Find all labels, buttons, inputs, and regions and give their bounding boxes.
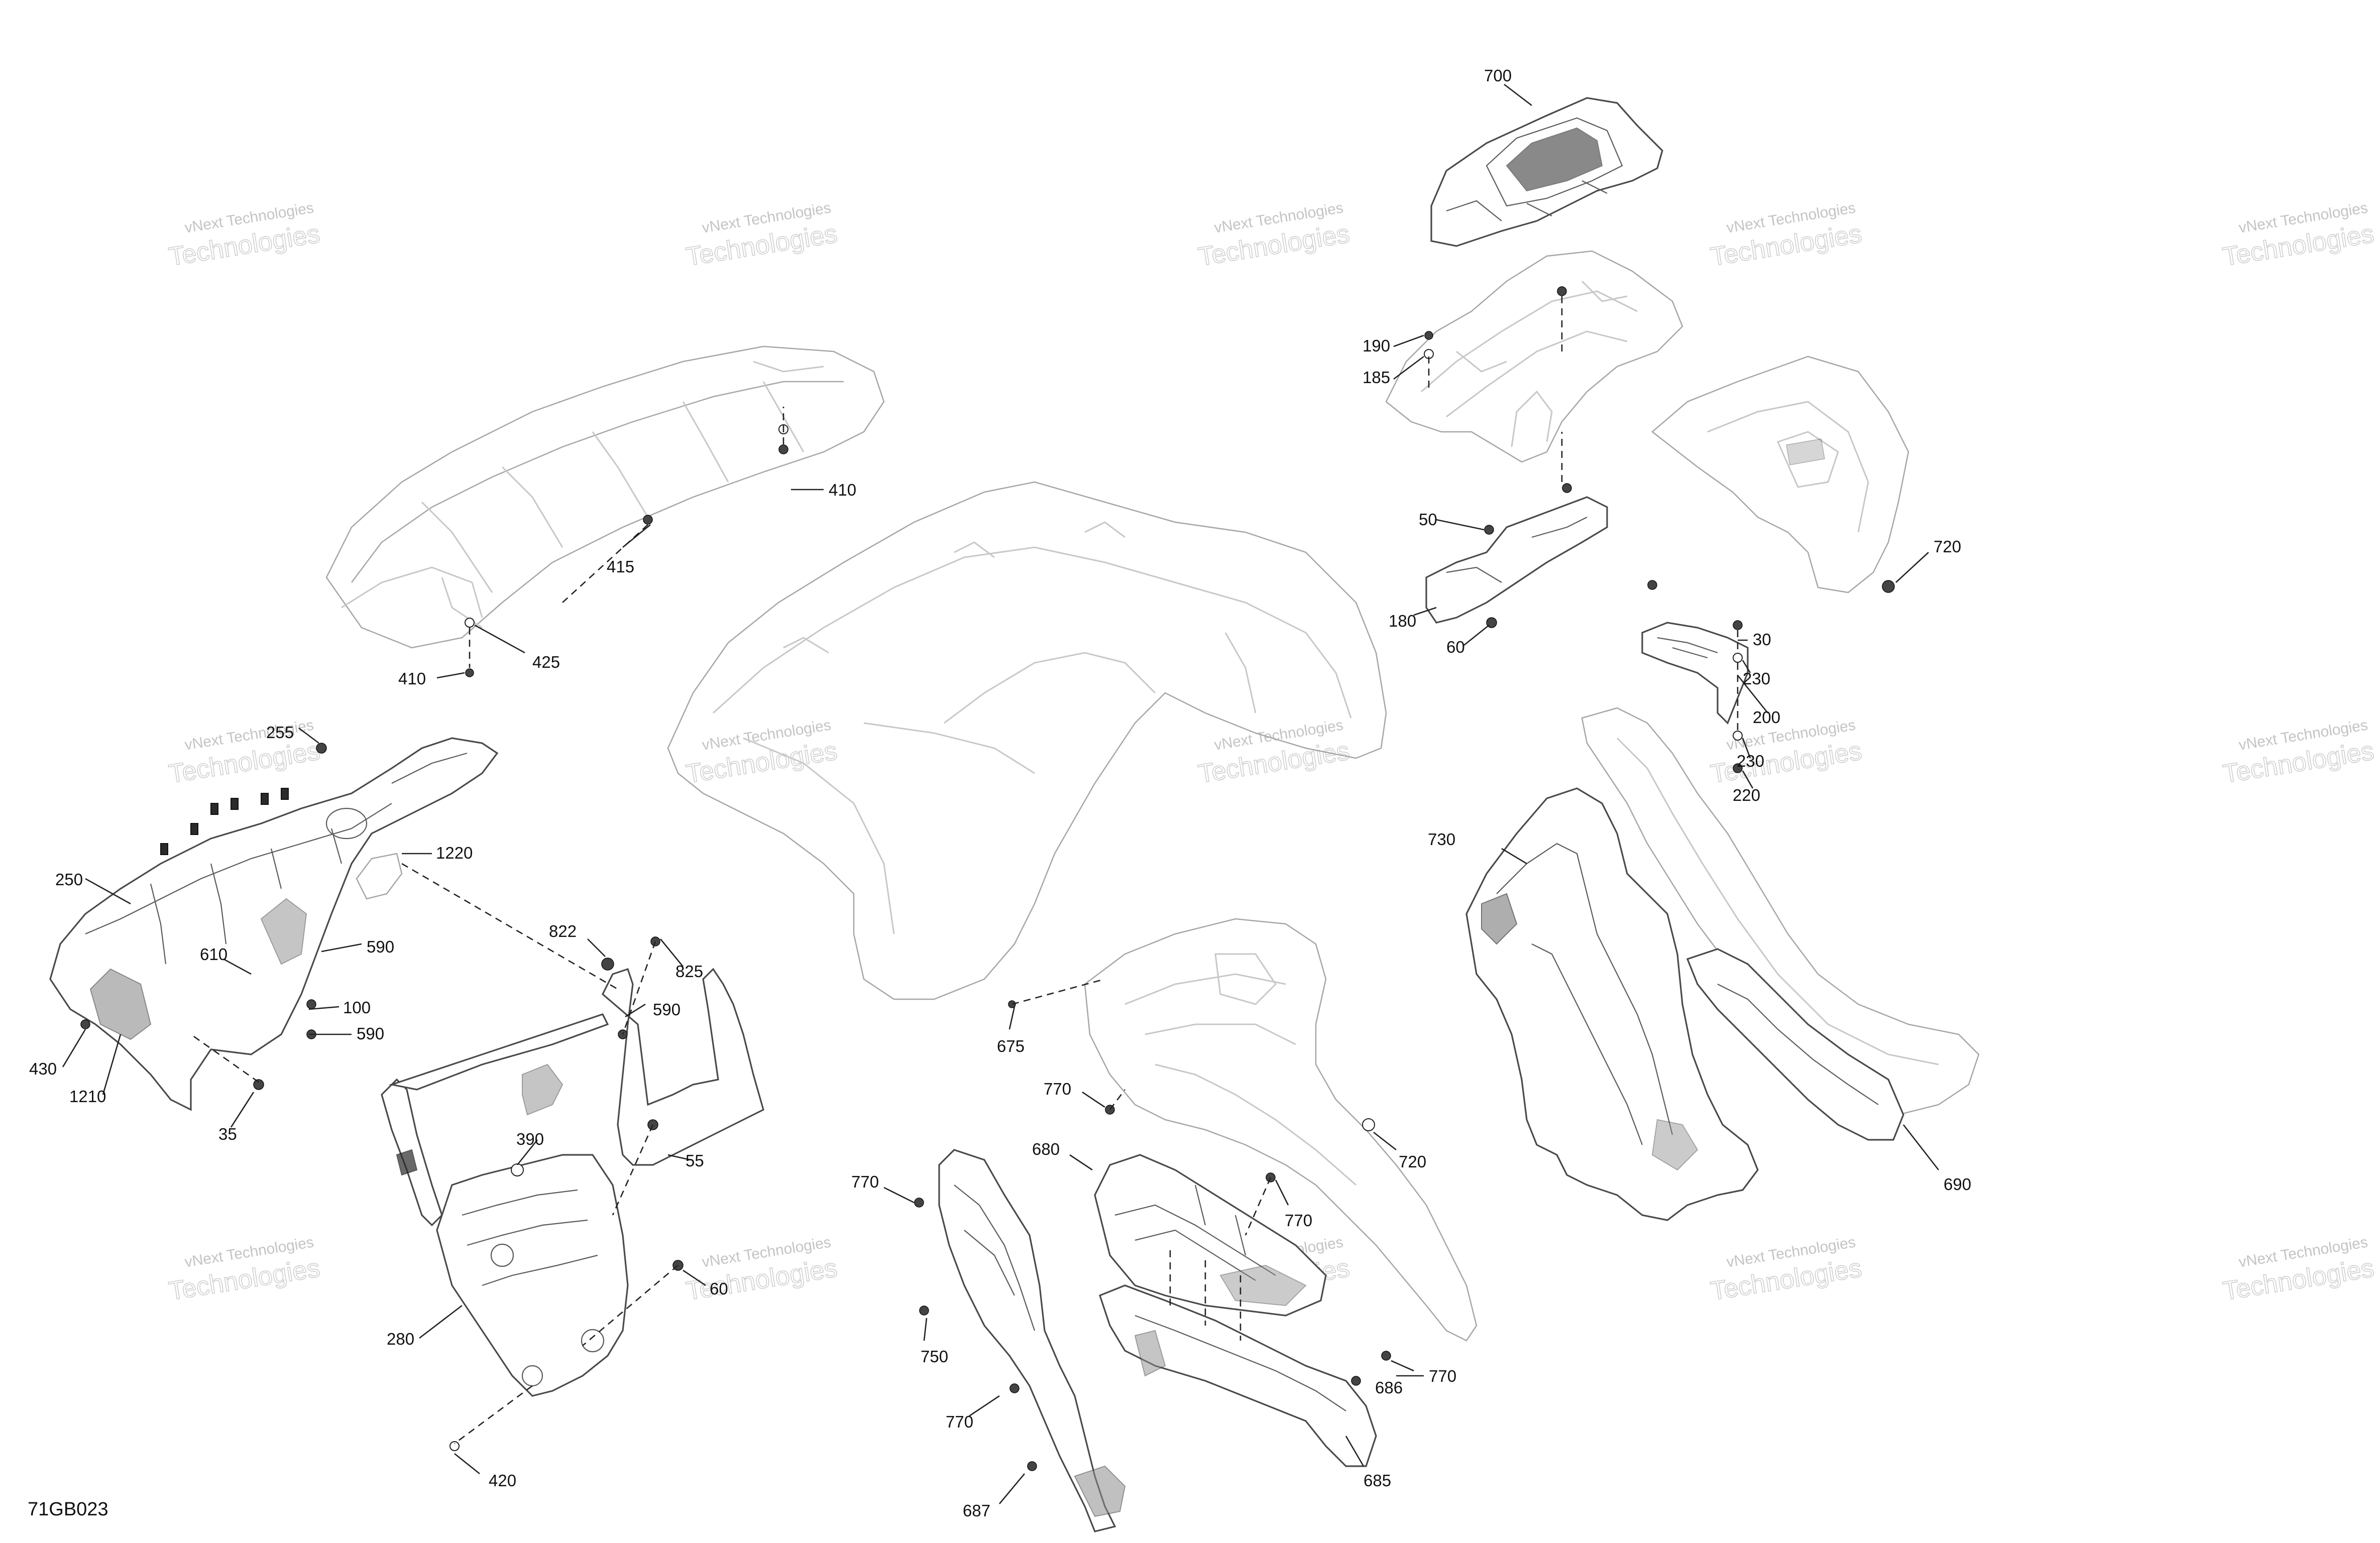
watermark: vNext Technologies Technologies [1708,717,1864,789]
leader-lines [62,83,1940,1504]
callout-250: 250 [55,870,83,889]
part-ghost-body-690 [1581,707,1980,1141]
callout-590-c: 590 [653,1000,681,1019]
callout-750: 750 [921,1347,948,1366]
callout-770-a: 770 [1044,1080,1071,1098]
part-bracket-200 [1641,622,1749,725]
part-console-cover [1430,97,1663,247]
callout-770-e: 770 [1429,1367,1456,1385]
callout-100: 100 [343,998,371,1017]
callout-190: 190 [1363,336,1390,355]
watermark: vNext Technologies Technologies [2220,717,2376,789]
watermark: vNext Technologies Technologies [684,717,839,789]
callout-685: 685 [1364,1471,1391,1490]
callout-280: 280 [387,1330,414,1348]
callout-410-a: 410 [829,481,856,499]
callout-35: 35 [218,1125,237,1143]
callout-50: 50 [1419,510,1437,529]
callout-430: 430 [29,1059,57,1078]
figure-id: 71GB023 [28,1499,108,1520]
part-ghost-fender [667,481,1387,1000]
callout-425: 425 [532,653,560,671]
assembly-dashed-lines [190,296,1739,1445]
watermark: vNext Technologies Technologies [2220,199,2376,272]
callout-720-top: 720 [1934,537,1961,556]
callout-687: 687 [963,1501,990,1520]
callout-730: 730 [1428,830,1455,849]
part-ghost-frame-upper [1385,250,1683,463]
callout-420: 420 [489,1471,516,1490]
watermark: vNext Technologies Technologies [166,1234,322,1306]
callout-30: 30 [1753,630,1771,649]
callout-610: 610 [200,945,228,964]
callout-770-d: 770 [946,1412,973,1431]
part-panel-750 [938,1149,1126,1532]
callout-590-b: 590 [357,1024,384,1043]
callout-590-a: 590 [367,937,394,956]
callout-690: 690 [1944,1175,1971,1194]
part-ghost-panel-1220 [356,853,403,900]
callout-680: 680 [1032,1140,1060,1158]
callout-770-b: 770 [1285,1211,1312,1230]
part-panel-730 [1465,787,1759,1221]
watermark: vNext Technologies Technologies [166,199,322,272]
callout-255: 255 [266,723,294,742]
part-bracket-180 [1425,496,1608,624]
callout-720-mid: 720 [1399,1152,1426,1171]
callout-415: 415 [607,557,634,576]
part-ghost-panel-mid [1084,918,1478,1342]
watermark: vNext Technologies Technologies [166,717,322,789]
callout-410-b: 410 [398,669,426,688]
callout-686: 686 [1375,1378,1403,1397]
callout-60-top: 60 [1446,638,1465,656]
callout-770-c: 770 [851,1172,879,1191]
part-frame-280 [381,968,764,1397]
callout-labels: 700 190 185 50 180 60 720 30 230 200 230… [29,66,1971,1520]
callout-230-b: 230 [1737,752,1764,770]
watermark: vNext Technologies Technologies [1196,199,1351,272]
part-dash-250 [49,737,499,1111]
watermark: vNext Technologies Technologies [2220,1234,2376,1306]
part-ghost-side-panel [1651,355,1909,594]
callout-700: 700 [1484,66,1512,85]
part-ghost-rack [325,345,885,649]
watermark: vNext Technologies Technologies [684,199,839,272]
callout-60-mid: 60 [710,1279,728,1298]
callout-390: 390 [516,1130,544,1148]
callout-1210: 1210 [69,1087,106,1106]
watermark: vNext Technologies Technologies [1708,1234,1864,1306]
callout-822: 822 [549,922,577,940]
callout-230-a: 230 [1743,669,1770,688]
callout-675: 675 [997,1037,1025,1055]
callout-200: 200 [1753,708,1780,727]
callout-185: 185 [1363,368,1390,387]
fastener-markers [80,286,1895,1471]
watermark: vNext Technologies Technologies [1708,199,1864,272]
callout-180: 180 [1389,612,1416,630]
callout-1220: 1220 [436,844,473,862]
callout-825: 825 [675,962,703,981]
watermark: vNext Technologies Technologies [684,1234,839,1306]
callout-55: 55 [686,1151,704,1170]
callout-220: 220 [1733,786,1760,804]
part-strip-685 [1099,1284,1377,1467]
part-panel-680 [1094,1154,1327,1317]
